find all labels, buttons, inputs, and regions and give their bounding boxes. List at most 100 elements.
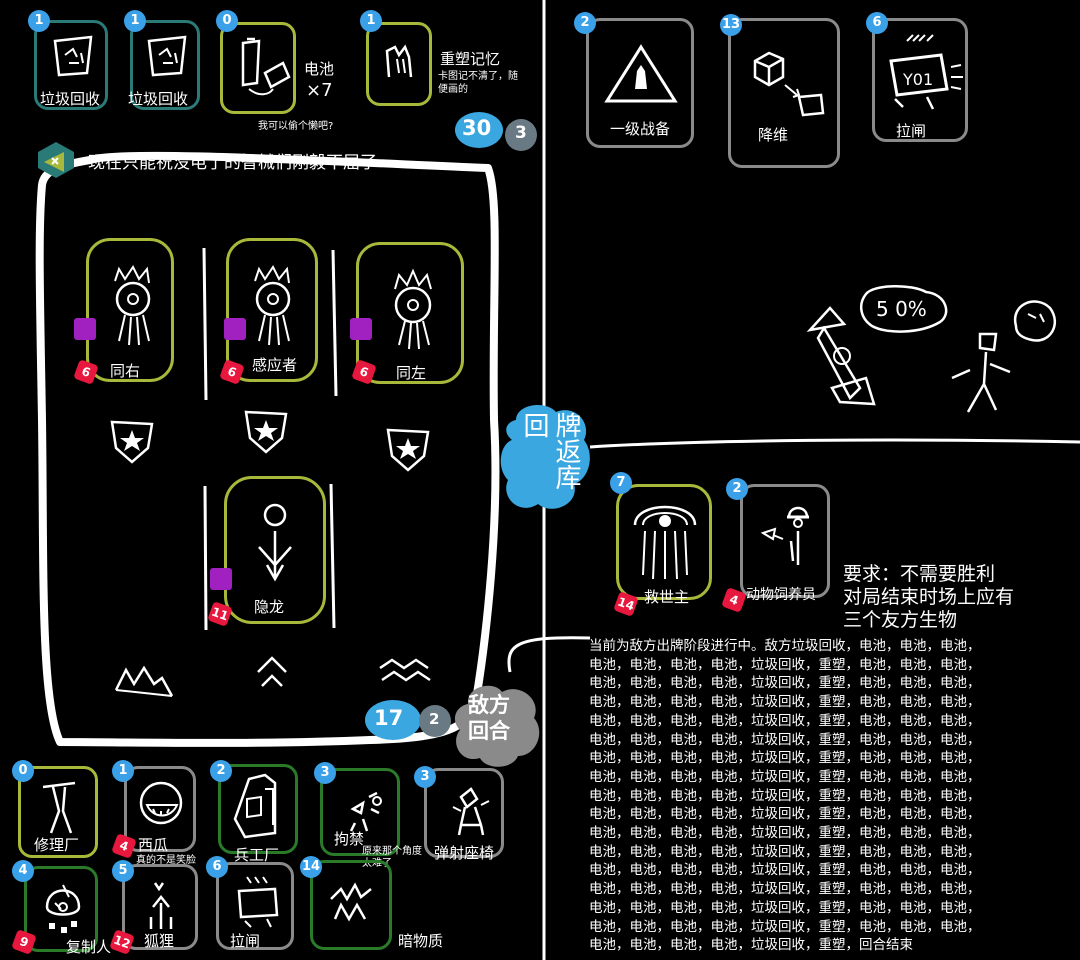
turn-count: 17 bbox=[374, 706, 404, 730]
requirement-text: 要求：不需要胜利 对局结束时场上应有 三个友方生物 bbox=[843, 563, 1014, 632]
log-line: 电池，电池，电池，电池，垃圾回收，重塑，回合结束 bbox=[589, 937, 913, 954]
return-to-deck-cloud bbox=[500, 405, 590, 509]
hand-card-arsenal[interactable] bbox=[218, 764, 298, 854]
log-line: 电池，电池，电池，电池，垃圾回收，重塑，电池，电池，电池， bbox=[589, 750, 981, 767]
cube-icon bbox=[753, 51, 825, 117]
deck-count: 30 bbox=[462, 116, 492, 140]
recycle-icon bbox=[53, 35, 93, 77]
factory-icon bbox=[233, 773, 277, 839]
replicant-icon bbox=[45, 884, 81, 933]
cost-badge: 14 bbox=[300, 856, 322, 878]
cost-badge: 1 bbox=[124, 10, 146, 32]
log-line: 电池，电池，电池，电池，垃圾回收，重塑，电池，电池，电池， bbox=[589, 731, 981, 748]
cost-badge: 0 bbox=[216, 10, 238, 32]
sentinel-icon bbox=[394, 268, 432, 350]
unit-name: 动物饲养员 bbox=[746, 587, 816, 603]
requirement-line: 对局结束时场上应有 bbox=[843, 586, 1015, 608]
log-line: 电池，电池，电池，电池，垃圾回收，重塑，电池，电池，电池， bbox=[589, 675, 981, 692]
unit-name: 救世主 bbox=[644, 588, 690, 606]
hand-card-pull-switch[interactable] bbox=[216, 862, 294, 950]
cost-badge: 2 bbox=[210, 760, 232, 782]
repair-icon bbox=[42, 781, 76, 834]
turn-count-cloud bbox=[365, 700, 421, 740]
cost-badge: 2 bbox=[726, 478, 748, 500]
log-line: 电池，电池，电池，电池，垃圾回收，重塑，电池，电池，电池， bbox=[589, 656, 981, 673]
requirement-line: 三个友方生物 bbox=[843, 609, 958, 631]
deck-count-cloud bbox=[455, 112, 503, 148]
log-line: 当前为敌方出牌阶段进行中。敌方垃圾回收，电池，电池，电池， bbox=[589, 638, 981, 654]
crossed-mana-icon bbox=[38, 142, 74, 178]
unit-card-sensor[interactable] bbox=[226, 238, 318, 382]
card-note: 真的不是笑脸 bbox=[136, 855, 196, 866]
unit-card-same-right[interactable] bbox=[86, 238, 174, 382]
card-name: 电池 bbox=[304, 60, 335, 78]
cost-badge: 6 bbox=[206, 856, 228, 878]
recycle-icon bbox=[147, 35, 187, 77]
requirement-line: 要求：不需要胜利 bbox=[843, 563, 996, 585]
card-name: 兵工厂 bbox=[234, 846, 280, 864]
enemy-unit-savior[interactable] bbox=[616, 484, 712, 600]
card-name: 狐狸 bbox=[144, 932, 175, 950]
enemy-card-battle-ready[interactable] bbox=[586, 18, 694, 148]
hand-card-ejector-seat[interactable] bbox=[424, 768, 504, 858]
hand-card-repair-shop[interactable] bbox=[18, 766, 98, 858]
log-line: 电池，电池，电池，电池，垃圾回收，重塑，电池，电池，电池， bbox=[589, 806, 981, 823]
hand-card-recycle-2[interactable] bbox=[130, 20, 200, 110]
switch-icon bbox=[237, 876, 279, 928]
battery-icon bbox=[241, 37, 291, 96]
card-name: 一级战备 bbox=[610, 120, 671, 138]
hand-card-fox[interactable] bbox=[122, 864, 198, 950]
enemy-card-pull-switch[interactable]: Y01 bbox=[872, 18, 968, 142]
enemy-card-downscale[interactable] bbox=[728, 18, 840, 168]
return-to-deck-label: 牌返库回 bbox=[519, 412, 581, 490]
log-line: 电池，电池，电池，电池，垃圾回收，重塑，电池，电池，电池， bbox=[589, 899, 981, 916]
hand-card-reshape[interactable] bbox=[366, 22, 432, 106]
card-count: ×7 bbox=[306, 80, 333, 101]
hand-card-dark-matter[interactable] bbox=[310, 860, 392, 950]
warning-icon bbox=[604, 44, 678, 103]
unit-card-hidden-dragon[interactable] bbox=[224, 476, 326, 624]
cost-badge: 6 bbox=[866, 12, 888, 34]
card-name: 拉闸 bbox=[896, 122, 927, 140]
cost-badge: 13 bbox=[720, 14, 742, 36]
battle-log: 当前为敌方出牌阶段进行中。敌方垃圾回收，电池，电池，电池， 电池，电池，电池，电… bbox=[589, 637, 1059, 955]
savior-icon bbox=[633, 505, 697, 580]
sentinel-icon bbox=[254, 265, 291, 346]
cost-badge: 1 bbox=[28, 10, 50, 32]
hand-card-recycle-1[interactable] bbox=[34, 20, 108, 110]
hand-card-battery[interactable] bbox=[220, 22, 296, 114]
hand-card-watermelon[interactable] bbox=[124, 766, 196, 852]
log-line: 电池，电池，电池，电池，垃圾回收，重塑，电池，电池，电池， bbox=[589, 694, 981, 711]
shield-icon bbox=[110, 410, 430, 472]
card-name: 重塑记忆 bbox=[440, 50, 501, 68]
card-name: 垃圾回收 bbox=[128, 90, 189, 108]
card-name: 暗物质 bbox=[398, 932, 444, 950]
svg-text:5 0%: 5 0% bbox=[876, 297, 927, 321]
enemy-robot-figure-icon: 5 0% bbox=[806, 284, 1057, 413]
unit-name: 同左 bbox=[396, 364, 427, 382]
log-line: 电池，电池，电池，电池，垃圾回收，重塑，电池，电池，电池， bbox=[589, 862, 981, 879]
hidden-dragon-icon bbox=[258, 503, 292, 582]
unit-name: 感应者 bbox=[252, 356, 298, 374]
dark-matter-icon bbox=[330, 882, 372, 922]
ability-badge bbox=[224, 318, 246, 340]
enemy-unit-animal-keeper[interactable] bbox=[740, 484, 830, 598]
discard-count-cloud bbox=[505, 119, 537, 151]
unit-card-same-left[interactable] bbox=[356, 242, 464, 384]
svg-text:Y01: Y01 bbox=[902, 70, 933, 89]
watermelon-icon bbox=[139, 781, 183, 825]
log-line: 电池，电池，电池，电池，垃圾回收，重塑，电池，电池，电池， bbox=[589, 881, 981, 898]
unit-name: 同右 bbox=[110, 362, 141, 380]
unit-name: 隐龙 bbox=[254, 598, 285, 616]
cost-badge: 5 bbox=[112, 860, 134, 882]
cost-badge: 1 bbox=[360, 10, 382, 32]
keeper-icon bbox=[760, 506, 809, 565]
cost-badge: 2 bbox=[574, 12, 596, 34]
hand-card-detain[interactable] bbox=[320, 768, 400, 856]
log-line: 电池，电池，电池，电池，垃圾回收，重塑，电池，电池，电池， bbox=[589, 787, 981, 804]
hand-card-replicant[interactable] bbox=[24, 866, 98, 952]
cost-badge: 0 bbox=[12, 760, 34, 782]
ability-badge bbox=[210, 568, 232, 590]
card-note: 卡图记不清了，随便画的 bbox=[438, 71, 518, 95]
card-note: 我可以偷个懒吧? bbox=[258, 121, 334, 132]
